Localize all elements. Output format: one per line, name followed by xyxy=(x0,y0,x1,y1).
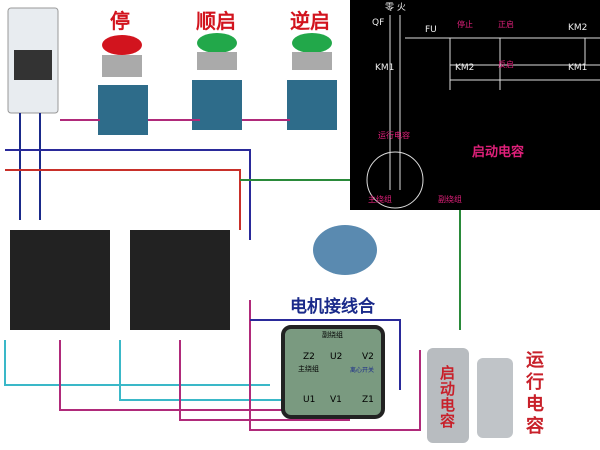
svg-text:副绕组: 副绕组 xyxy=(438,194,462,204)
svg-text:KM1: KM1 xyxy=(375,63,394,73)
junction-box-title: 电机接线合 xyxy=(290,297,375,317)
terminal-u2: U2 xyxy=(330,352,343,362)
svg-text:KM2: KM2 xyxy=(455,63,474,73)
svg-text:反启: 反启 xyxy=(498,59,514,69)
svg-text:QF: QF xyxy=(372,18,384,28)
motor xyxy=(313,225,377,275)
start-capacitor xyxy=(427,348,469,443)
contactor-km1 xyxy=(10,230,110,330)
stop-label: 停 xyxy=(110,9,130,33)
svg-text:FU: FU xyxy=(425,25,437,35)
forward-label: 顺启 xyxy=(196,9,236,33)
terminal-v2: V2 xyxy=(362,352,374,362)
start-capacitor-label: 启动电容 xyxy=(438,365,456,429)
terminal-z2: Z2 xyxy=(303,352,315,362)
junction-box xyxy=(281,325,385,419)
terminal-u1: U1 xyxy=(303,395,316,405)
svg-text:正启: 正启 xyxy=(498,19,514,29)
svg-text:KM2: KM2 xyxy=(568,23,587,33)
contactor-km2 xyxy=(130,230,230,330)
reverse-button-unit xyxy=(287,33,337,130)
reverse-label: 逆启 xyxy=(290,9,330,33)
main-winding-label: 主绕组 xyxy=(298,365,319,373)
terminal-z1: Z1 xyxy=(362,395,374,405)
svg-text:KM1: KM1 xyxy=(568,63,587,73)
run-capacitor-label: 运行电容 xyxy=(523,350,544,438)
switch-label: 离心开关 xyxy=(350,367,375,374)
svg-text:停止: 停止 xyxy=(457,19,473,29)
stop-button-unit xyxy=(98,35,148,135)
svg-text:运行电容: 运行电容 xyxy=(378,130,410,140)
terminal-v1: V1 xyxy=(330,395,342,405)
svg-text:启动电容: 启动电容 xyxy=(472,144,524,160)
schematic: 零 火 QF FU 停止 正启 反启 KM1 KM2 KM2 KM1 运行电容 … xyxy=(350,0,600,210)
svg-text:主绕组: 主绕组 xyxy=(368,194,392,204)
forward-button-unit xyxy=(192,33,242,130)
svg-text:零 火: 零 火 xyxy=(385,2,406,13)
run-capacitor xyxy=(477,358,513,438)
aux-winding-label: 副绕组 xyxy=(322,331,343,339)
